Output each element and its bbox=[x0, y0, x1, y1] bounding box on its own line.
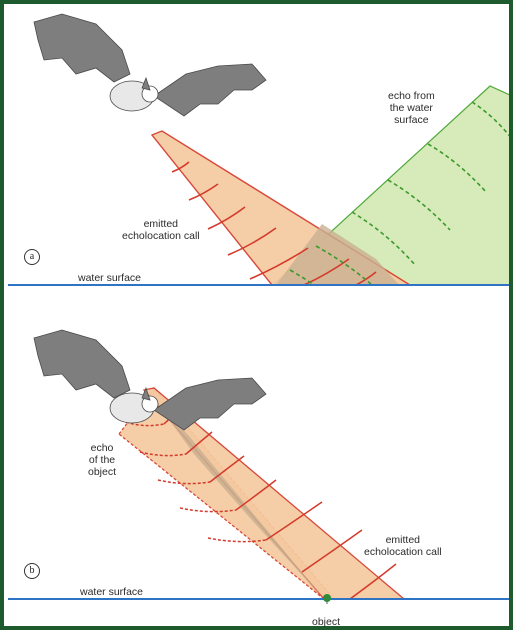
bat-icon bbox=[34, 330, 266, 430]
emitted-label-b: emitted echolocation call bbox=[364, 534, 442, 558]
panel-letter-a: a bbox=[24, 249, 40, 265]
overlap-region-b bbox=[154, 399, 324, 599]
object-marker bbox=[323, 594, 331, 602]
echo-label-a: echo from the water surface bbox=[388, 90, 435, 126]
water-label-b: water surface bbox=[80, 586, 143, 598]
echo-label-b: echo of the object bbox=[88, 442, 116, 478]
water-label-a: water surface bbox=[78, 272, 141, 284]
bat-icon bbox=[34, 14, 266, 116]
emitted-label-a: emitted echolocation call bbox=[122, 218, 200, 242]
panel-a-diagram bbox=[4, 4, 509, 304]
object-label: object bbox=[312, 616, 340, 628]
panel-b-diagram bbox=[4, 304, 509, 604]
panel-letter-b: b bbox=[24, 563, 40, 579]
